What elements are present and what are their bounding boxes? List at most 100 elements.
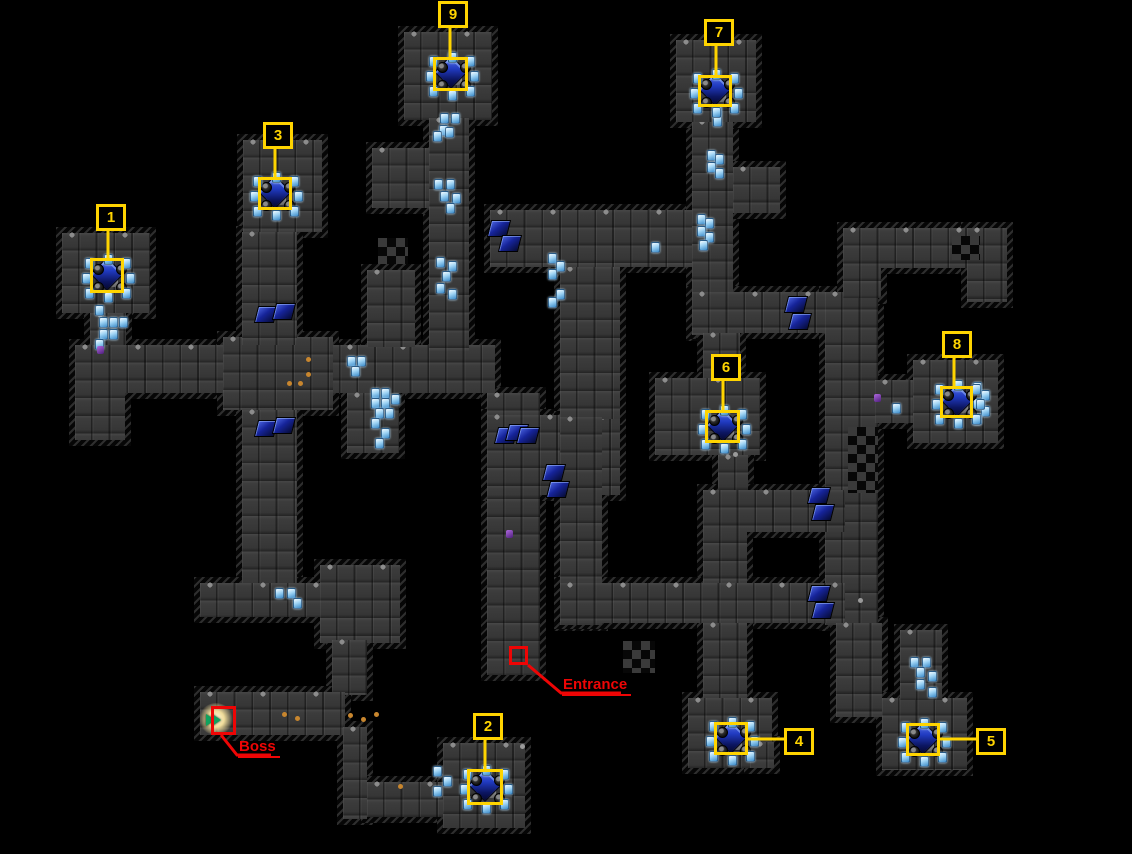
crystal-sparkle — [750, 735, 759, 747]
crystal-sparkle — [916, 667, 925, 678]
crystal-sparkle — [446, 179, 455, 190]
marker-highlight-1 — [90, 258, 124, 293]
crystal-sparkle — [122, 287, 131, 299]
purple-crystal — [874, 394, 881, 402]
crystal-sparkle — [556, 261, 565, 272]
marker-highlight-5 — [906, 723, 940, 756]
crystal-sparkle — [901, 721, 910, 733]
floor-tiles — [490, 209, 720, 267]
brazier-icon — [471, 775, 482, 786]
chevron-right-icon — [212, 714, 221, 726]
floor-tiles — [200, 582, 335, 617]
crystal-sparkle — [448, 289, 457, 300]
brazier-icon — [701, 79, 712, 90]
crystal-sparkle — [440, 113, 449, 124]
marker-label-5: 5 — [976, 728, 1006, 755]
crystal-sparkle — [928, 671, 937, 682]
brazier-icon — [701, 97, 712, 108]
crystal-sparkle — [730, 103, 739, 114]
floor-tiles — [836, 622, 882, 717]
broken-tiles — [952, 236, 980, 260]
brazier-icon — [708, 432, 720, 444]
gem-vein — [271, 303, 297, 320]
crystal-sparkle — [446, 203, 455, 214]
crystal-sparkle — [294, 190, 303, 202]
crystal-sparkle — [715, 154, 724, 165]
floor-tiles — [332, 639, 367, 695]
marker-label-4: 4 — [784, 728, 814, 755]
crystal-sparkle — [272, 209, 281, 221]
floor-item — [733, 452, 738, 457]
floor-tiles — [320, 564, 400, 643]
crystal-sparkle — [433, 131, 442, 142]
floor-item — [306, 357, 311, 362]
boss-label: Boss — [238, 738, 280, 758]
crystal-sparkle — [715, 168, 724, 179]
crystal-sparkle — [741, 423, 751, 435]
gem-vein — [787, 313, 813, 330]
crystal-sparkle — [934, 414, 944, 425]
crystal-sparkle — [469, 71, 479, 82]
crystal-sparkle — [953, 418, 963, 429]
floor-item — [348, 713, 353, 718]
crystal-sparkle — [85, 287, 94, 299]
crystal-sparkle — [707, 162, 716, 173]
crystal-sparkle — [734, 88, 743, 99]
crystal-sparkle — [697, 226, 706, 237]
crystal-sparkle — [938, 751, 947, 763]
crystal-sparkle — [440, 191, 449, 202]
crystal-sparkle — [275, 588, 284, 599]
floor-tiles — [718, 454, 748, 495]
broken-tiles — [848, 427, 878, 493]
crystal-sparkle — [119, 317, 128, 328]
crystal-sparkle — [99, 317, 108, 328]
gem-vein — [806, 585, 832, 602]
crystal-sparkle — [548, 253, 557, 264]
brazier-icon — [909, 727, 920, 739]
crystal-sparkle — [916, 679, 925, 690]
crystal-sparkle — [442, 271, 451, 282]
crystal-sparkle — [452, 193, 461, 204]
crystal-sparkle — [709, 720, 718, 732]
floor-item — [858, 598, 863, 603]
purple-crystal — [97, 346, 104, 354]
crystal-sparkle — [375, 438, 384, 449]
floor-tiles — [429, 117, 469, 351]
marker-label-9: 9 — [438, 1, 468, 28]
crystal-sparkle — [981, 406, 990, 417]
gem-vein — [515, 427, 541, 444]
crystal-sparkle — [693, 103, 702, 114]
floor-item — [374, 712, 379, 717]
crystal-sparkle — [451, 113, 460, 124]
crystal-sparkle — [934, 384, 944, 395]
brazier-icon — [717, 726, 728, 738]
crystal-sparkle — [728, 754, 737, 766]
marker-label-1: 1 — [96, 204, 126, 231]
crystal-sparkle — [942, 736, 951, 748]
entrance-label: Entrance — [562, 676, 632, 696]
marker-highlight-6 — [705, 410, 740, 443]
floor-item — [298, 381, 303, 386]
brazier-icon — [436, 62, 448, 73]
crystal-sparkle — [253, 205, 262, 217]
crystal-sparkle — [746, 750, 755, 762]
marker-highlight-4 — [714, 722, 748, 755]
floor-tiles — [560, 582, 845, 623]
crystal-sparkle — [910, 657, 919, 668]
floor-tiles — [343, 726, 367, 819]
crystal-sparkle — [104, 291, 113, 303]
floor-tiles — [223, 336, 333, 410]
crystal-sparkle — [709, 750, 718, 762]
gem-vein — [810, 602, 836, 619]
crystal-sparkle — [351, 366, 360, 377]
crystal-sparkle — [371, 418, 380, 429]
crystal-sparkle — [126, 272, 135, 284]
crystal-sparkle — [712, 107, 721, 118]
crystal-sparkle — [253, 175, 262, 187]
crystal-sparkle — [109, 317, 118, 328]
crystal-sparkle — [981, 390, 990, 401]
crystal-sparkle — [975, 399, 985, 410]
crystal-sparkle — [109, 329, 118, 340]
